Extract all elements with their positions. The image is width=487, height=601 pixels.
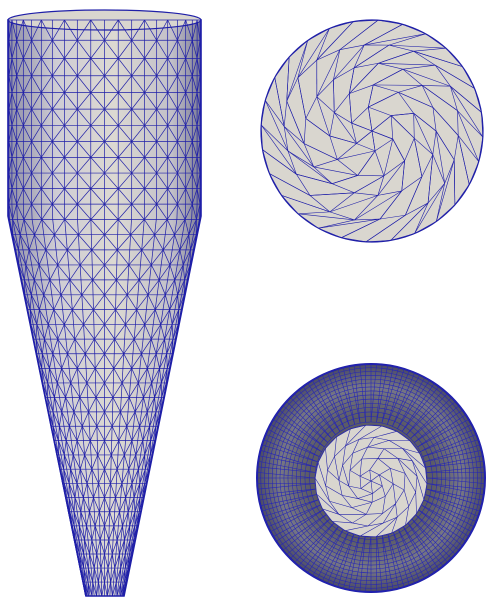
bottom-view-outer-wireframe [256, 363, 486, 593]
side-view-wireframe [7, 19, 202, 597]
top-view-wireframe [260, 19, 484, 243]
bottom-view-inner-wireframe [314, 424, 428, 538]
bottom-view-mesh [256, 363, 486, 593]
top-view-mesh [260, 19, 484, 243]
side-view-mesh [7, 9, 202, 597]
